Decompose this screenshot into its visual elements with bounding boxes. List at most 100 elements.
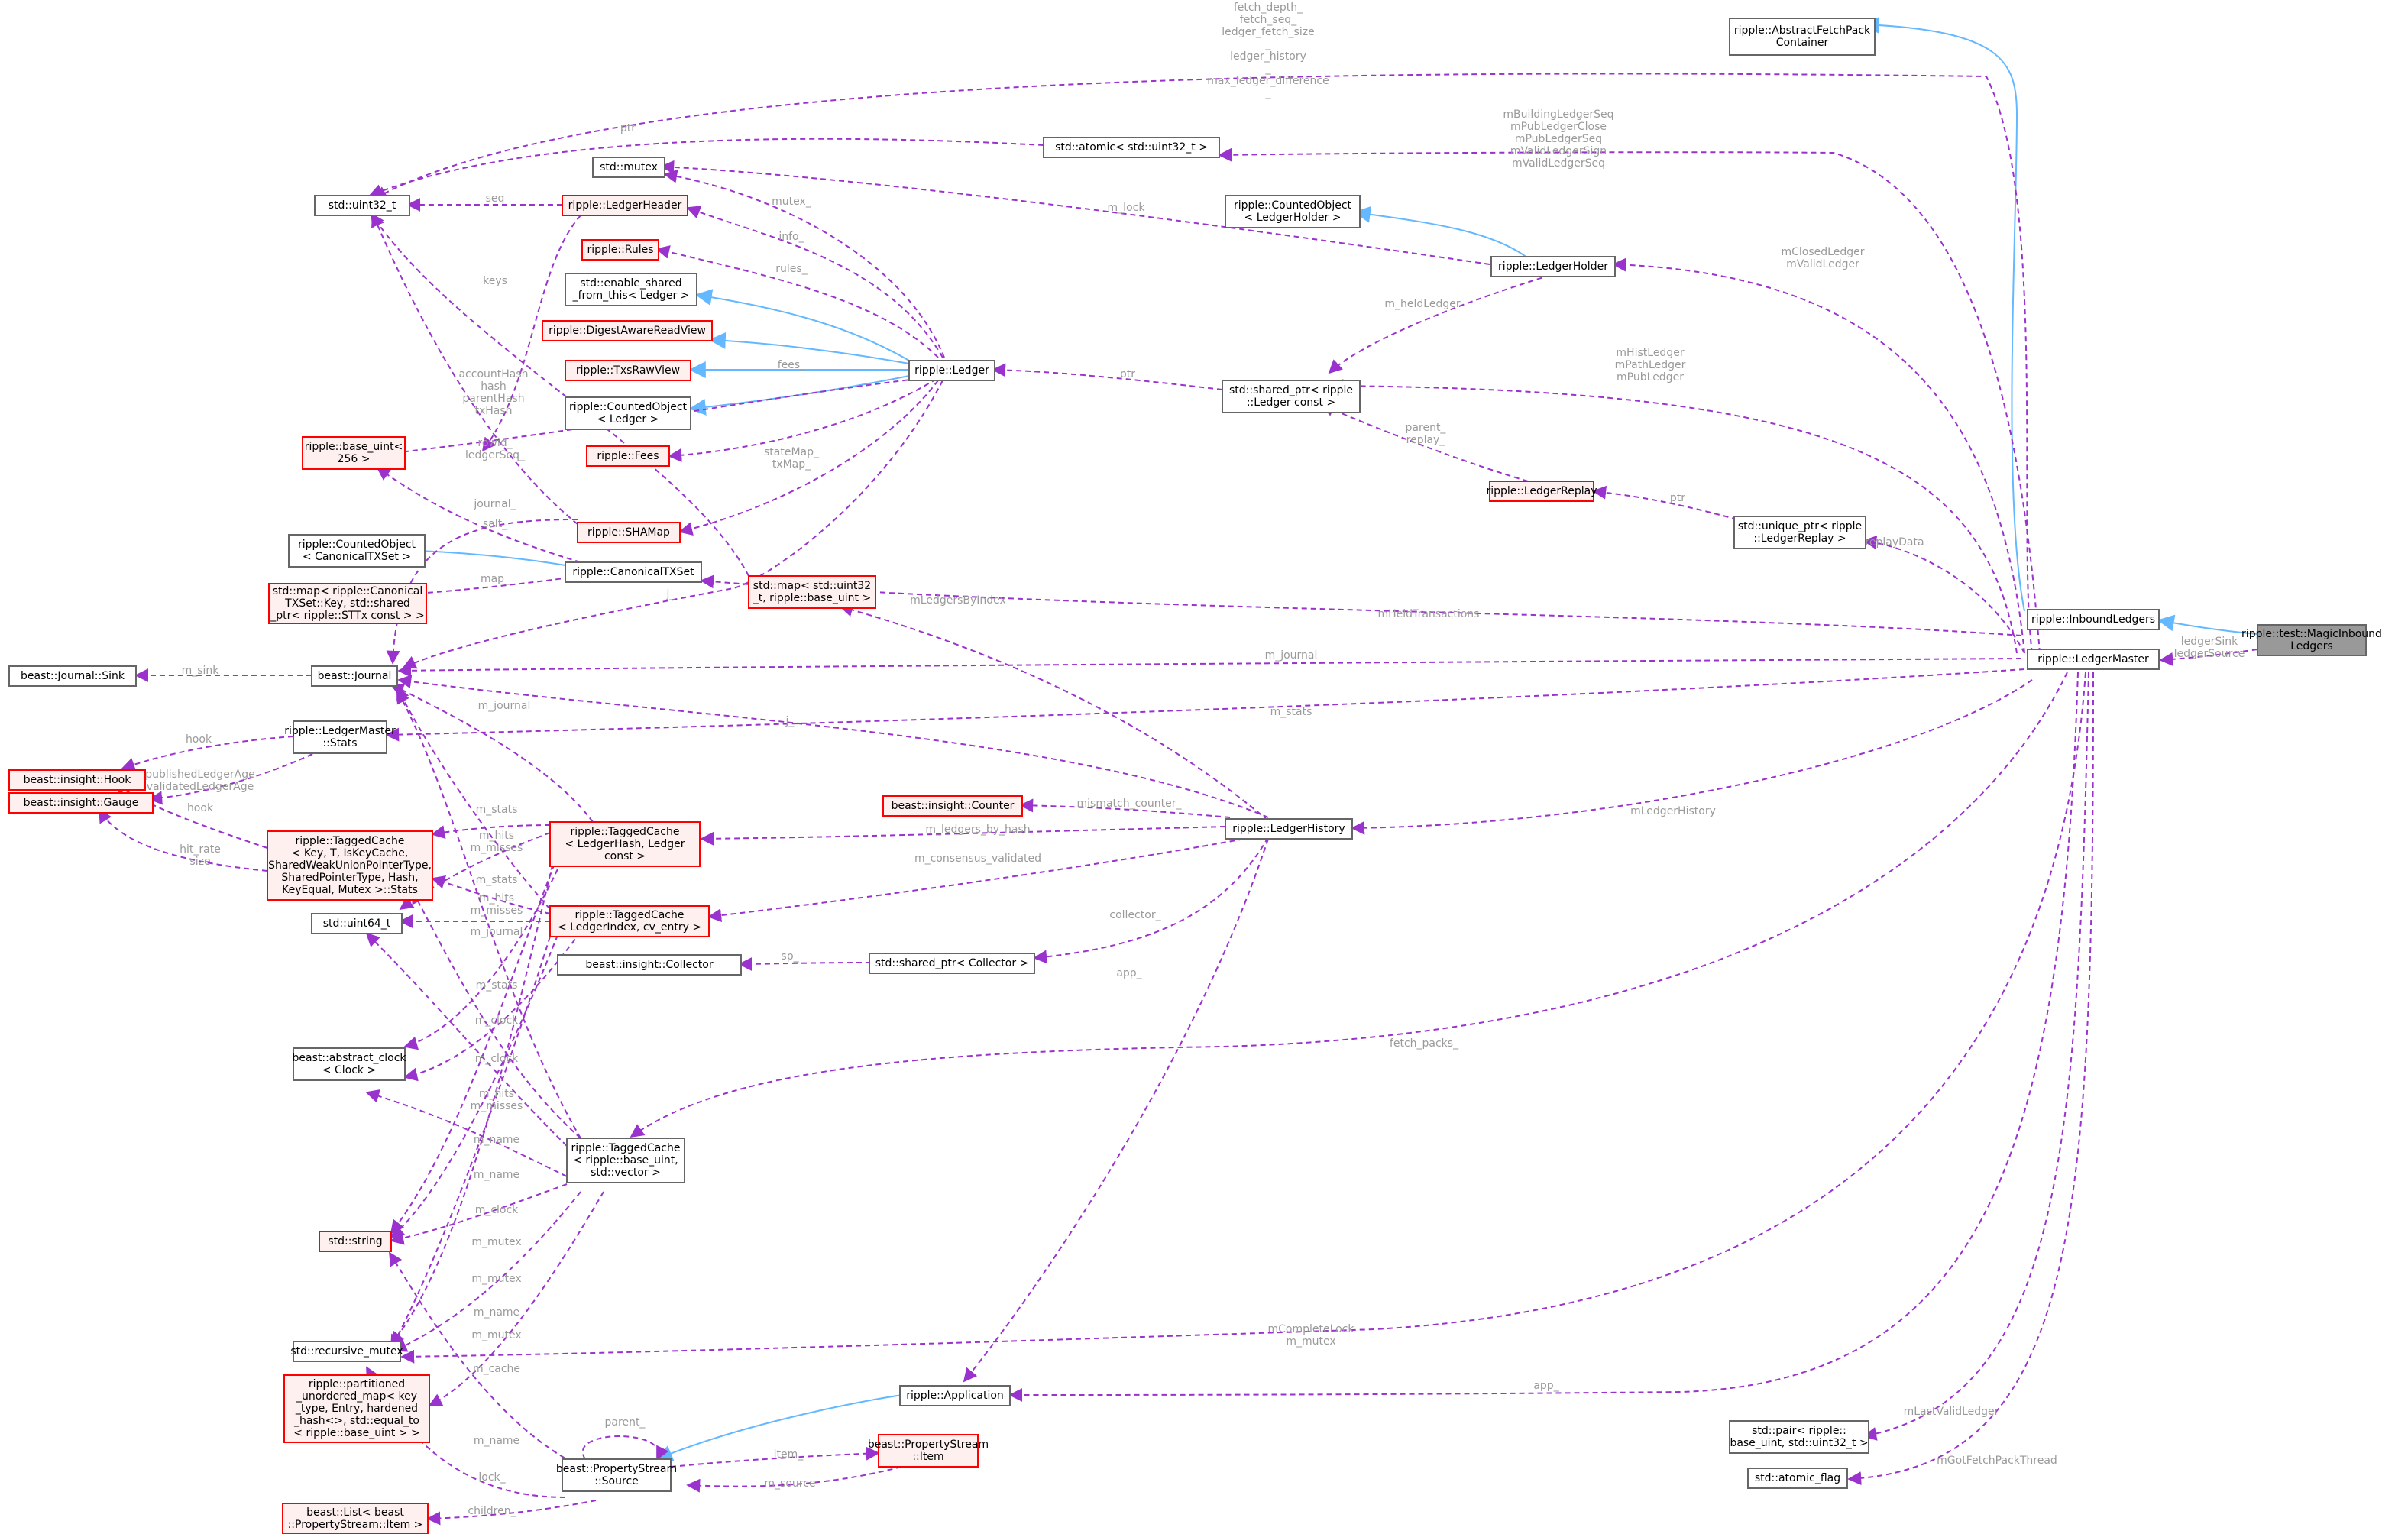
node-box [565,273,697,306]
node-ps-source[interactable]: beast::PropertyStream::Source [556,1458,677,1492]
edge-tcvector-to-tcstats [412,889,581,1139]
node-partitioned[interactable]: ripple::partitioned_unordered_map< key_t… [283,1374,430,1443]
node-box [1225,195,1361,228]
node-digest-aware[interactable]: ripple::DigestAwareReadView [542,320,713,341]
node-box [562,195,688,216]
edge-label-m-sink: m_sink [182,665,220,677]
node-label: ripple::LedgerHistory [1232,823,1345,835]
node-ledger[interactable]: ripple::Ledger [908,360,995,381]
node-counted-canon[interactable]: ripple::CountedObject< CanonicalTXSet > [288,534,426,568]
node-collector[interactable]: beast::insight::Collector [557,954,742,976]
node-tc-vector[interactable]: ripple::TaggedCache< ripple::base_uint,s… [566,1138,685,1183]
node-hook[interactable]: beast::insight::Hook [8,769,146,791]
node-box [268,583,427,624]
node-box [1225,818,1353,840]
node-label: std::enable_shared [580,277,681,290]
node-journal-sink[interactable]: beast::Journal::Sink [8,665,137,687]
node-label: < CanonicalTXSet > [303,551,411,563]
node-recursive-mutex[interactable]: std::recursive_mutex [290,1341,403,1362]
node-label: beast::insight::Hook [24,774,132,786]
node-mutex[interactable]: std::mutex [592,157,665,178]
node-shamap[interactable]: ripple::SHAMap [577,522,681,543]
node-journal[interactable]: beast::Journal [311,665,398,687]
node-list-item[interactable]: beast::List< beast::PropertyStream::Item… [282,1503,429,1534]
edge-ledger-inherits-counted [688,375,910,416]
edge-source-to-list [426,1500,597,1526]
node-box [283,1374,430,1443]
node-fees[interactable]: ripple::Fees [586,445,670,467]
edge-atomic-to-uint32 [368,138,1044,198]
node-ledger-header[interactable]: ripple::LedgerHeader [562,195,688,216]
node-inbound-ledgers[interactable]: ripple::InboundLedgers [2027,609,2160,630]
node-abstract-clock[interactable]: beast::abstract_clock< Clock > [292,1047,406,1081]
edge-label-fetch-lines: ledger_fetch_size [1222,26,1314,38]
node-ledger-master[interactable]: ripple::LedgerMaster [2027,649,2160,670]
node-string[interactable]: std::string [319,1231,392,1252]
node-atomic-flag[interactable]: std::atomic_flag [1747,1468,1848,1489]
node-application[interactable]: ripple::Application [899,1385,1011,1406]
node-ledger-replay[interactable]: ripple::LedgerReplay [1486,481,1597,502]
node-counted-holder[interactable]: ripple::CountedObject< LedgerHolder > [1225,195,1361,228]
node-ledger-holder[interactable]: ripple::LedgerHolder [1490,256,1616,277]
node-tc-stats[interactable]: ripple::TaggedCache< Key, T, IsKeyCache,… [267,830,433,901]
edge-label-by-hash: m_ledgers_by_hash [925,824,1030,836]
edge-source-to-string [389,1251,581,1468]
edge-label-children-: children_ [468,1505,516,1517]
node-label: ripple::SHAMap [587,526,670,539]
node-ps-item[interactable]: beast::PropertyStream::Item [868,1434,989,1468]
edge-label-m-stats-lm: m_stats [1270,706,1312,718]
node-label: std::atomic_flag [1755,1472,1840,1484]
node-unique-replay[interactable]: std::unique_ptr< ripple::LedgerReplay > [1733,516,1866,549]
node-rules[interactable]: ripple::Rules [581,239,659,261]
node-label: beast::insight::Counter [892,800,1015,812]
node-enable-shared[interactable]: std::enable_shared_from_this< Ledger > [565,273,697,306]
node-ledger-history[interactable]: ripple::LedgerHistory [1225,818,1353,840]
node-shared-collector[interactable]: std::shared_ptr< Collector > [869,953,1035,974]
edge-label-m-cache: m_cache [473,1363,520,1375]
edge-label-fetch-lines: _ [1265,87,1272,99]
edge-history-to-counter [1019,798,1231,818]
node-label: std::map< std::uint32 [753,580,871,592]
node-gauge[interactable]: beast::insight::Gauge [8,792,154,814]
node-counter[interactable]: beast::insight::Counter [882,795,1023,817]
node-counted-ledger[interactable]: ripple::CountedObject< Ledger > [565,396,691,430]
edge-label-fetch-packs: fetch_packs_ [1390,1037,1459,1050]
node-tc-index[interactable]: ripple::TaggedCache< LedgerIndex, cv_ent… [549,905,710,937]
node-txs-raw-view[interactable]: ripple::TxsRawView [565,360,691,381]
edge-lm-to-sharedledger [1329,379,2018,654]
node-label: ripple::AbstractFetchPack [1734,24,1871,37]
node-label: ripple::CountedObject [569,401,688,413]
node-label: < Clock > [322,1064,376,1076]
node-label: SharedWeakUnionPointerType, [268,859,432,872]
edge-header-to-baseuint [481,215,581,452]
node-label: beast::PropertyStream [868,1439,989,1451]
node-base-uint[interactable]: ripple::base_uint<256 > [302,436,406,470]
node-shared-ledger[interactable]: std::shared_ptr< ripple::Ledger const > [1222,380,1361,413]
edge-label-parent-lines: replay_ [1406,434,1446,446]
edge-tchash-to-string [390,855,558,1235]
edge-label-complete-lines: mCompleteLock [1267,1323,1354,1335]
node-label: std::atomic< std::uint32_t > [1055,141,1208,154]
node-box [577,522,681,543]
edge-source-to-item [670,1446,880,1468]
node-tc-hash[interactable]: ripple::TaggedCache< LedgerHash, Ledgerc… [549,821,701,867]
edge-lm-to-history [1351,679,2033,835]
node-lm-stats[interactable]: ripple::LedgerMaster::Stats [284,720,396,754]
node-atomic-uint32[interactable]: std::atomic< std::uint32_t > [1043,137,1220,158]
node-map-canon[interactable]: std::map< ripple::CanonicalTXSet::Key, s… [268,583,427,624]
node-canonical[interactable]: ripple::CanonicalTXSet [565,561,702,583]
node-uint32[interactable]: std::uint32_t [314,195,410,216]
node-label: ripple::TxsRawView [576,364,680,377]
node-pair[interactable]: std::pair< ripple::base_uint, std::uint3… [1729,1420,1869,1454]
edge-label-m-name-d: m_name [474,1435,519,1447]
node-uint64[interactable]: std::uint64_t [311,913,403,934]
node-box [311,665,398,687]
node-map-uint32[interactable]: std::map< std::uint32_t, ripple::base_ui… [748,575,876,609]
edge-label-ptr-shared: ptr [1120,368,1135,380]
edge-label-sp-: sp_ [781,950,799,963]
edge-label-complete-lines: m_mutex [1286,1335,1335,1348]
node-label: std::pair< ripple:: [1752,1425,1846,1437]
node-box [549,905,710,937]
